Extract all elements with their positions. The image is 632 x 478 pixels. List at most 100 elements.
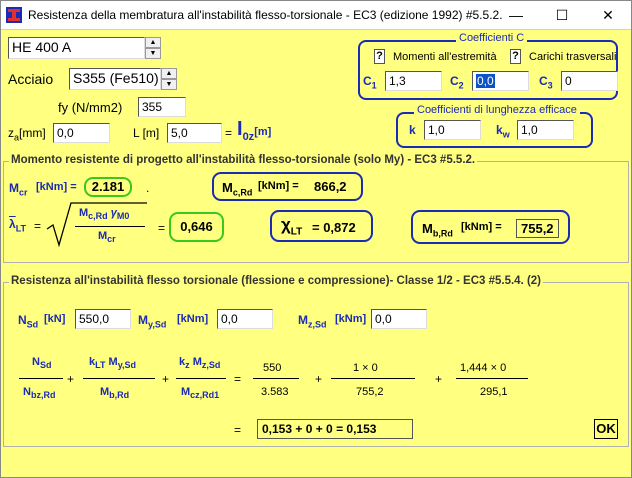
mcr-unit: [kNm] = bbox=[36, 181, 77, 193]
profile-field[interactable]: HE 400 A bbox=[8, 37, 145, 59]
length-label: L [m] bbox=[133, 126, 160, 140]
lambda-eq2: = bbox=[158, 221, 166, 235]
moments-option-icon[interactable]: ? bbox=[374, 49, 385, 64]
equals-2: = bbox=[234, 423, 242, 437]
mcrd-value: 866,2 bbox=[314, 179, 347, 194]
nsd-unit: [kN] bbox=[44, 313, 66, 325]
app-icon bbox=[6, 7, 22, 23]
loads-option-icon[interactable]: ? bbox=[510, 49, 521, 64]
f3-numerator: kz Mz,Sd bbox=[179, 356, 221, 371]
lambda-denominator: Mcr bbox=[98, 230, 116, 245]
eff-length-title: Coefficienti di lunghezza efficace bbox=[414, 104, 580, 116]
fy-label: fy (N/mm2) bbox=[58, 100, 123, 115]
v2-denominator: 755,2 bbox=[356, 386, 384, 398]
mcr-value: 2.181 bbox=[84, 177, 132, 197]
mzsd-field[interactable]: 0,0 bbox=[371, 309, 427, 329]
close-button[interactable]: ✕ bbox=[602, 7, 614, 23]
plus-1: + bbox=[67, 372, 75, 386]
v1-denominator: 3.583 bbox=[261, 386, 289, 398]
moments-option-label: Momenti all'estremità bbox=[393, 51, 497, 63]
spin-up-icon[interactable]: ▲ bbox=[145, 37, 161, 48]
plus-2: + bbox=[162, 372, 170, 386]
f1-denominator: Nbz,Rd bbox=[23, 386, 56, 401]
inertia-label: I0z[m] bbox=[237, 118, 272, 143]
minimize-button[interactable]: — bbox=[509, 7, 523, 23]
f3-denominator: Mcz,Rd1 bbox=[181, 386, 220, 401]
chi-value: = 0,872 bbox=[312, 220, 356, 235]
mysd-label: My,Sd bbox=[138, 313, 167, 330]
mcrd-box: Mc,Rd [kNm] = 866,2 bbox=[212, 172, 363, 201]
mzsd-unit: [kNm] bbox=[335, 313, 367, 325]
loads-option-label: Carichi trasversali bbox=[529, 51, 617, 63]
equals-sign: = bbox=[225, 126, 233, 140]
mysd-field[interactable]: 0,0 bbox=[217, 309, 273, 329]
nsd-label: NSd bbox=[18, 313, 39, 330]
kw-label: kw bbox=[496, 123, 510, 140]
spin-down-icon[interactable]: ▼ bbox=[161, 79, 177, 90]
steel-spinner[interactable]: ▲ ▼ bbox=[161, 68, 177, 90]
v2-fraction-line bbox=[331, 378, 415, 379]
f2-fraction-line bbox=[83, 378, 155, 379]
lambda-fraction-line bbox=[75, 226, 145, 227]
chi-label: χLT bbox=[281, 215, 303, 238]
c3-label: C3 bbox=[539, 74, 553, 91]
mcrd-label: Mc,Rd bbox=[222, 180, 253, 198]
lambda-value: 0,646 bbox=[169, 212, 224, 242]
v1-fraction-line bbox=[253, 378, 299, 379]
v2-numerator: 1 × 0 bbox=[353, 362, 378, 374]
f2-denominator: Mb,Rd bbox=[100, 386, 130, 401]
sqrt-icon bbox=[46, 202, 147, 247]
window-title: Resistenza della membratura all'instabil… bbox=[28, 8, 503, 22]
equals-1: = bbox=[234, 372, 242, 386]
dot-mark: . bbox=[146, 181, 150, 195]
v3-denominator: 295,1 bbox=[480, 386, 508, 398]
plus-3: + bbox=[315, 372, 323, 386]
f1-numerator: NSd bbox=[32, 356, 52, 371]
spin-down-icon[interactable]: ▼ bbox=[145, 48, 161, 59]
f1-fraction-line bbox=[19, 378, 63, 379]
v3-numerator: 1,444 × 0 bbox=[460, 362, 507, 374]
mbrd-label: Mb,Rd bbox=[422, 221, 453, 239]
plus-4: + bbox=[435, 372, 443, 386]
k-label: k bbox=[409, 123, 416, 137]
combined-title: Resistenza all'instabilità flesso torsio… bbox=[9, 275, 544, 287]
v3-fraction-line bbox=[456, 378, 528, 379]
lambda-label: λLT bbox=[9, 217, 27, 234]
za-label: za[mm] bbox=[8, 126, 46, 143]
f2-numerator: kLT My,Sd bbox=[89, 356, 137, 371]
moment-title: Momento resistente di progetto all'insta… bbox=[9, 154, 478, 166]
k-field[interactable]: 1,0 bbox=[424, 120, 481, 140]
mbrd-value: 755,2 bbox=[516, 219, 559, 238]
steel-label: Acciaio bbox=[8, 71, 54, 87]
mcrd-unit: [kNm] = bbox=[258, 180, 299, 192]
profile-spinner[interactable]: ▲ ▼ bbox=[145, 37, 161, 59]
za-field[interactable]: 0,0 bbox=[53, 123, 110, 143]
lambda-eq: = bbox=[34, 219, 42, 233]
mcr-label: Mcr bbox=[9, 181, 28, 198]
c3-field[interactable]: 0 bbox=[561, 71, 618, 91]
f3-fraction-line bbox=[176, 378, 226, 379]
ok-button[interactable]: OK bbox=[594, 419, 618, 439]
mbrd-unit: [kNm] = bbox=[461, 221, 502, 233]
lambda-numerator: Mc,Rd γM0 bbox=[79, 207, 130, 222]
c2-field[interactable]: 0,0 bbox=[472, 71, 529, 91]
c1-field[interactable]: 1,3 bbox=[385, 71, 442, 91]
spin-up-icon[interactable]: ▲ bbox=[161, 68, 177, 79]
maximize-button[interactable]: ☐ bbox=[555, 7, 569, 23]
coeff-c-title: Coefficienti C bbox=[456, 32, 528, 44]
v1-numerator: 550 bbox=[263, 362, 282, 374]
title-bar: Resistenza della membratura all'instabil… bbox=[1, 1, 631, 30]
mzsd-label: Mz,Sd bbox=[298, 313, 327, 330]
length-field[interactable]: 5,0 bbox=[167, 123, 222, 143]
steel-field[interactable]: S355 (Fe510) bbox=[69, 68, 161, 90]
c2-label: C2 bbox=[450, 74, 464, 91]
mbrd-box: Mb,Rd [kNm] = 755,2 bbox=[411, 210, 570, 244]
coeff-c-group bbox=[358, 40, 618, 100]
c1-label: C1 bbox=[363, 74, 377, 91]
nsd-field[interactable]: 550,0 bbox=[75, 309, 131, 329]
fy-field[interactable]: 355 bbox=[138, 97, 186, 117]
mysd-unit: [kNm] bbox=[177, 313, 209, 325]
kw-field[interactable]: 1,0 bbox=[517, 120, 574, 140]
result-box: 0,153 + 0 + 0 = 0,153 bbox=[257, 419, 413, 439]
